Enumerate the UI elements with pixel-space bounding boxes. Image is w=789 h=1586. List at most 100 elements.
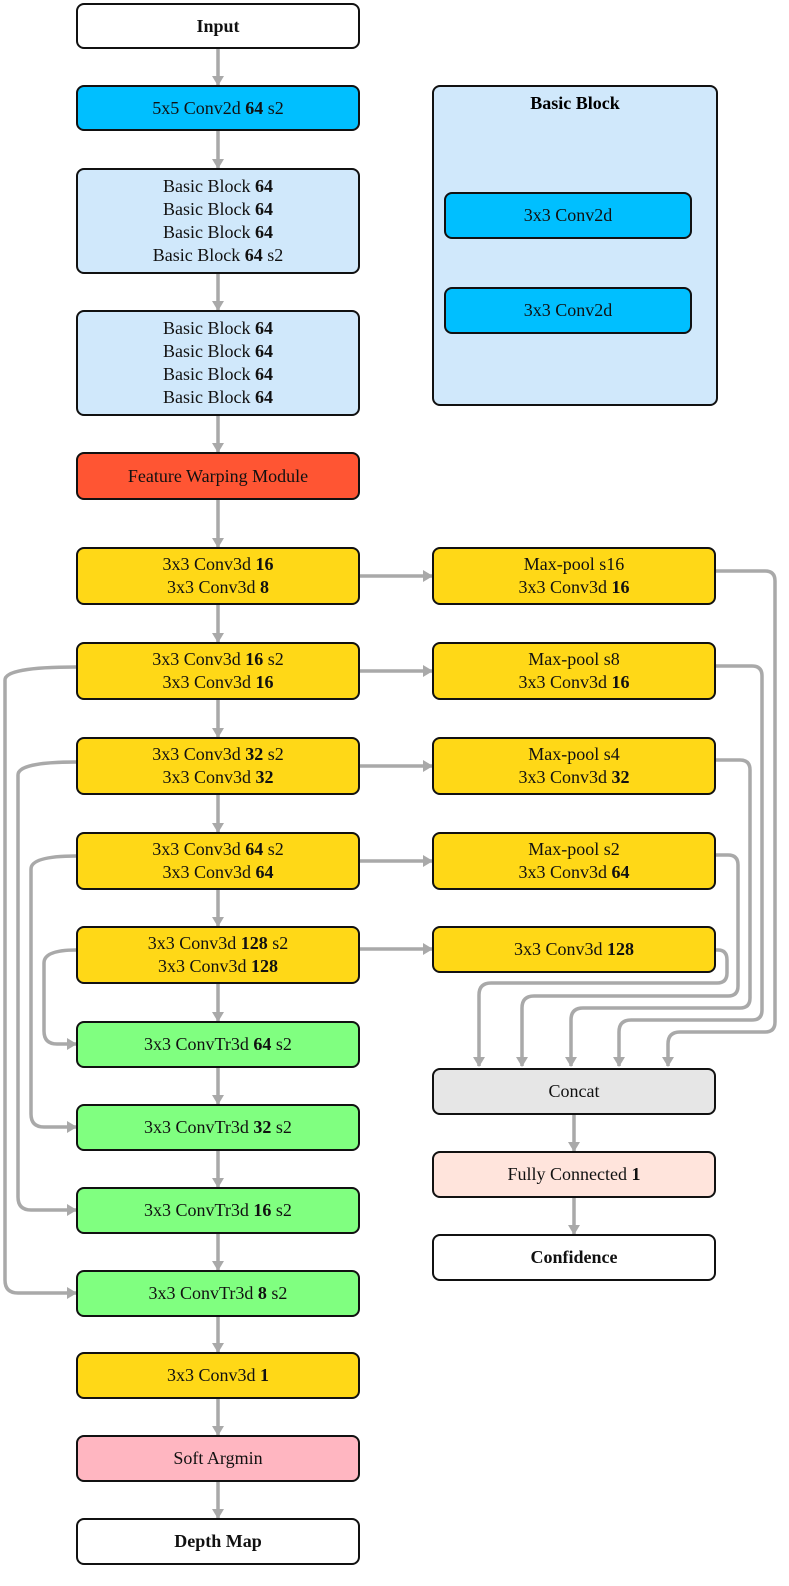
- skip-connection-arrow: [3, 665, 77, 1299]
- layer-text: s2: [262, 245, 284, 265]
- channel-count: 32: [253, 1117, 272, 1137]
- channel-count: 64: [253, 1034, 272, 1054]
- conv3d-block-32-s2-line: 3x3 Conv3d 32: [162, 766, 273, 789]
- layer-text: Basic Block: [163, 341, 255, 361]
- concat-node-line: Concat: [549, 1080, 600, 1103]
- concat-input-arrow: [565, 758, 752, 1067]
- layer-text: 3x3 ConvTr3d: [144, 1200, 254, 1220]
- channel-count: 16: [611, 577, 630, 597]
- layer-text: s2: [263, 839, 284, 859]
- channel-count: 128: [607, 939, 634, 959]
- conv3d-block-16-s2-line: 3x3 Conv3d 16 s2: [152, 648, 284, 671]
- convtr3d-32-s2: 3x3 ConvTr3d 32 s2: [76, 1104, 360, 1151]
- feature-warping-module-line: Feature Warping Module: [128, 465, 308, 488]
- basic-block-group-1-line: Basic Block 64: [163, 221, 273, 244]
- layer-text: Feature Warping Module: [127, 465, 309, 486]
- fully-connected-node-line: Fully Connected 1: [508, 1163, 641, 1186]
- layer-text: 3x3 Conv3d: [166, 577, 260, 597]
- concat-input-arrow: [516, 853, 740, 1067]
- layer-text: Basic Block: [163, 387, 255, 407]
- layer-text: Max-pool s2: [528, 839, 620, 859]
- basic-block-conv2d-top-line: 3x3 Conv2d: [524, 204, 613, 227]
- channel-count: 64: [245, 839, 264, 859]
- conv3d-block-64-s2-line: 3x3 Conv3d 64 s2: [152, 838, 284, 861]
- channel-count: 128: [251, 956, 278, 976]
- layer-text: 3x3 Conv3d: [518, 577, 612, 597]
- channel-count: 8: [260, 577, 269, 597]
- channel-count: 64: [611, 862, 630, 882]
- basic-block-group-1-line: Basic Block 64: [163, 198, 273, 221]
- layer-text: 3x3 Conv3d: [518, 672, 612, 692]
- layer-text: Basic Block: [163, 199, 255, 219]
- layer-text: s2: [267, 933, 289, 953]
- layer-text: 3x3 Conv3d: [513, 939, 607, 959]
- layer-text: Soft Argmin: [173, 1448, 263, 1468]
- channel-count: 64: [255, 176, 273, 196]
- basic-block-group-1-line: Basic Block 64 s2: [153, 244, 284, 267]
- channel-count: 16: [611, 672, 630, 692]
- channel-count: 64: [255, 318, 273, 338]
- channel-count: 1: [260, 1365, 269, 1385]
- layer-text: s2: [271, 1034, 292, 1054]
- skip-connection-arrow: [16, 760, 77, 1216]
- max-pool-s16-node-line: Max-pool s16: [524, 553, 625, 576]
- soft-argmin-node: Soft Argmin: [76, 1435, 360, 1482]
- layer-text: Basic Block: [163, 222, 255, 242]
- confidence-node: Confidence: [432, 1234, 716, 1281]
- layer-text: 3x3 Conv3d: [152, 839, 246, 859]
- channel-count: 16: [255, 554, 274, 574]
- channel-count: 8: [257, 1283, 267, 1303]
- max-pool-s16-node-line: 3x3 Conv3d 16: [518, 576, 629, 599]
- layer-text: Basic Block: [163, 318, 255, 338]
- layer-text: s2: [271, 1200, 292, 1220]
- channel-count: 16: [245, 649, 264, 669]
- channel-count: 16: [253, 1200, 272, 1220]
- layer-text: s2: [266, 1283, 288, 1303]
- layer-text: 3x3 Conv3d: [152, 744, 246, 764]
- fully-connected-node: Fully Connected 1: [432, 1151, 716, 1198]
- max-pool-s2-node-line: Max-pool s2: [528, 838, 620, 861]
- skip-connection-arrow: [29, 854, 77, 1133]
- layer-text: Max-pool s4: [528, 744, 620, 764]
- depth-map-node-label: Depth Map: [174, 1531, 262, 1551]
- layer-text: 3x3 Conv2d: [523, 205, 613, 225]
- concat-input-arrow: [473, 948, 729, 1067]
- layer-text: 5x5 Conv2d: [152, 97, 246, 118]
- basic-block-group-2-line: Basic Block 64: [163, 340, 273, 363]
- conv3d-1-node-line: 3x3 Conv3d 1: [167, 1364, 269, 1387]
- connection-arrows: [3, 49, 777, 1519]
- channel-count: 128: [240, 933, 268, 953]
- conv3d-block-16-8-line: 3x3 Conv3d 8: [167, 576, 269, 599]
- soft-argmin-node-line: Soft Argmin: [173, 1447, 262, 1470]
- basic-block-group-1-line: Basic Block 64: [163, 175, 273, 198]
- conv2d-5x5-node: 5x5 Conv2d 64 s2: [76, 85, 360, 131]
- input-node: Input: [76, 3, 360, 49]
- convtr3d-8-s2: 3x3 ConvTr3d 8 s2: [76, 1270, 360, 1317]
- layer-text: 3x3 Conv2d: [523, 300, 613, 320]
- basic-block-conv2d-top: 3x3 Conv2d: [444, 192, 692, 239]
- max-pool-s2-node-line: 3x3 Conv3d 64: [518, 861, 629, 884]
- layer-text: Basic Block: [163, 364, 255, 384]
- layer-text: 3x3 Conv3d: [152, 649, 246, 669]
- layer-text: s2: [263, 97, 284, 118]
- skip-connection-arrow: [42, 948, 77, 1050]
- layer-text: 3x3 Conv3d: [157, 956, 251, 976]
- channel-count: 64: [255, 222, 273, 242]
- channel-count: 32: [255, 767, 274, 787]
- conv3d-128-side-node: 3x3 Conv3d 128: [432, 926, 716, 973]
- layer-text: Basic Block: [152, 245, 245, 265]
- channel-count: 64: [255, 199, 273, 219]
- channel-count: 1: [631, 1164, 641, 1184]
- layer-text: Fully Connected: [507, 1164, 632, 1184]
- basic-block-group-2-line: Basic Block 64: [163, 317, 273, 340]
- channel-count: 64: [255, 341, 273, 361]
- conv3d-block-128-s2-line: 3x3 Conv3d 128: [158, 955, 278, 978]
- channel-count: 64: [255, 364, 273, 384]
